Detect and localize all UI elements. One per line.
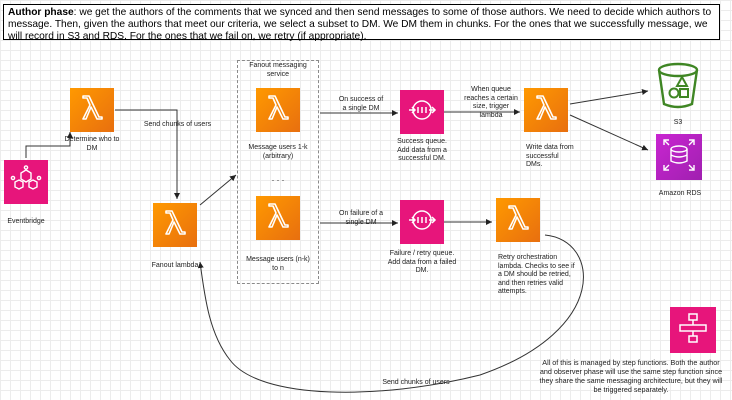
eventbridge-icon bbox=[10, 164, 42, 201]
determine-lambda-label: Determine who to DM bbox=[64, 136, 120, 152]
fanout-service-group bbox=[237, 60, 319, 284]
lambda-icon bbox=[531, 93, 561, 128]
edge-label-on-failure: On failure of a single DM bbox=[339, 210, 383, 226]
lambda-icon bbox=[77, 93, 107, 128]
s3-label: S3 bbox=[673, 119, 683, 126]
step-functions-icon bbox=[676, 311, 710, 350]
edge-label-send-chunks-bottom: Send chunks of users bbox=[382, 379, 450, 386]
write-lambda-node bbox=[524, 88, 568, 132]
fanout-lambda-node bbox=[153, 203, 197, 247]
determine-lambda-node bbox=[70, 88, 114, 132]
eventbridge-label: Eventbridge bbox=[7, 218, 45, 225]
lambda-icon bbox=[263, 93, 293, 128]
edge-label-queue-trigger: When queue reaches a certain size, trigg… bbox=[464, 86, 518, 119]
edge-eventbridge-to-determine bbox=[25, 132, 73, 158]
edge-write-to-rds bbox=[569, 114, 649, 151]
message-users-top-lambda bbox=[256, 88, 300, 132]
rds-node bbox=[656, 134, 702, 180]
edge-retry-to-fanout bbox=[197, 234, 584, 393]
failure-queue-node bbox=[400, 200, 444, 244]
message-users-bottom-label: Message users (n-k) to n bbox=[246, 256, 310, 272]
s3-bucket-icon bbox=[653, 62, 703, 114]
description-text: : we get the authors of the comments tha… bbox=[8, 7, 712, 42]
write-lambda-label: Write data from successful DMs. bbox=[526, 144, 574, 168]
edge-determine-to-fanout bbox=[115, 109, 180, 199]
edge-label-on-success: On success of a single DM bbox=[338, 96, 384, 112]
rds-label: Amazon RDS bbox=[658, 190, 702, 197]
lambda-icon bbox=[503, 203, 533, 238]
message-users-top-label: Message users 1-k (arbitrary) bbox=[248, 144, 308, 160]
lambda-icon bbox=[263, 201, 293, 236]
fanout-lambda-label: Fanout lambda bbox=[151, 262, 199, 269]
rds-database-icon bbox=[661, 137, 697, 178]
sqs-queue-icon bbox=[406, 204, 438, 241]
description-lead: Author phase bbox=[8, 7, 74, 18]
retry-lambda-node bbox=[496, 198, 540, 242]
description-box: Author phase: we get the authors of the … bbox=[3, 4, 720, 42]
success-queue-node bbox=[400, 90, 444, 134]
fanout-service-title: Fanout messaging service bbox=[249, 62, 307, 78]
s3-node bbox=[653, 60, 703, 110]
eventbridge-node bbox=[4, 160, 48, 204]
edge-label-send-chunks-top: Send chunks of users bbox=[143, 121, 212, 128]
step-functions-node bbox=[670, 307, 716, 353]
sqs-queue-icon bbox=[406, 94, 438, 131]
message-users-bottom-lambda bbox=[256, 196, 300, 240]
success-queue-label: Success queue. Add data from a successfu… bbox=[397, 138, 447, 162]
edge-write-to-s3 bbox=[569, 89, 649, 105]
lambda-icon bbox=[160, 208, 190, 243]
retry-lambda-label: Retry orchestration lambda. Checks to se… bbox=[498, 254, 575, 295]
ellipsis: . . . bbox=[271, 173, 285, 183]
edge-fanout-to-service bbox=[199, 174, 237, 206]
step-functions-note: All of this is managed by step functions… bbox=[539, 358, 723, 394]
failure-queue-label: Failure / retry queue. Add data from a f… bbox=[387, 250, 457, 274]
